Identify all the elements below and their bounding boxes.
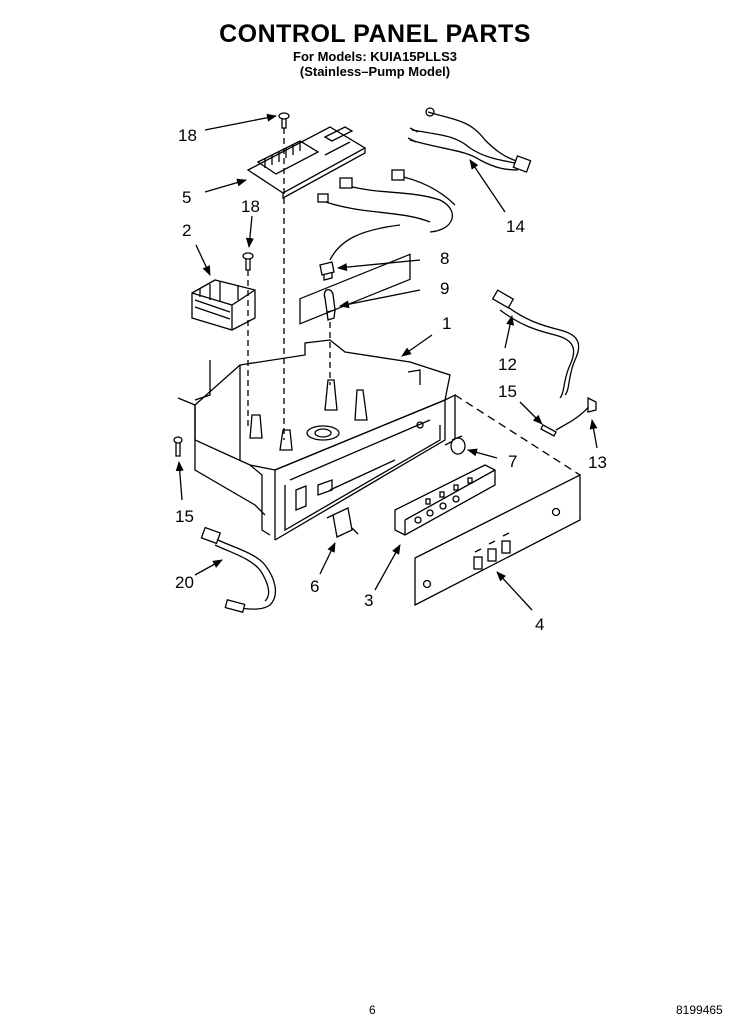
lamp-wire-harness [317, 169, 456, 261]
callout-2: 2 [182, 221, 191, 240]
arrow-callout-18-lower [245, 215, 254, 248]
callout-3: 3 [364, 591, 373, 610]
wire-harness-part-14 [407, 107, 532, 173]
control-housing-part [177, 253, 456, 541]
arrow-callout-7 [467, 448, 498, 459]
callout-13: 13 [588, 453, 607, 472]
arrow-callout-5 [204, 178, 247, 193]
callout-5: 5 [182, 188, 191, 207]
arrow-callout-13 [589, 419, 598, 449]
screw-part-18-lower [242, 252, 254, 271]
callout-8: 8 [440, 249, 449, 268]
transformer-part [191, 279, 256, 331]
button-part-7 [450, 435, 466, 455]
wire-harness-part-12 [491, 289, 580, 399]
arrow-callout-8 [337, 259, 421, 272]
page-title: CONTROL PANEL PARTS [219, 20, 531, 48]
arrow-callout-1 [401, 334, 433, 357]
callout-12: 12 [498, 355, 517, 374]
document-number: 8199465 [676, 1003, 723, 1017]
sensor-harness-part-20 [200, 526, 277, 613]
lamp-bulb-part [323, 289, 336, 321]
callout-labels: 18 5 18 2 14 8 9 1 12 15 13 7 15 20 6 3 … [175, 126, 607, 634]
arrow-callout-12 [504, 315, 514, 349]
callout-15-right: 15 [498, 382, 517, 401]
callout-15-left: 15 [175, 507, 194, 526]
arrow-callout-20 [194, 559, 223, 576]
callout-1: 1 [442, 314, 451, 333]
faceplate-part-4 [414, 473, 581, 607]
callout-18-lower: 18 [241, 197, 260, 216]
callout-9: 9 [440, 279, 449, 298]
variant-subtitle: (Stainless–Pump Model) [299, 64, 451, 79]
control-board-part [246, 126, 367, 200]
ground-clip-part-13 [587, 396, 597, 413]
callout-20: 20 [175, 573, 194, 592]
arrow-callout-14 [469, 159, 506, 213]
screw-part-18-upper [278, 112, 290, 129]
screw-part-15-right [540, 404, 591, 437]
callout-arrows [175, 113, 598, 611]
arrow-callout-18-upper [204, 113, 277, 131]
arrow-callout-15-right [519, 401, 543, 425]
callout-4: 4 [535, 615, 544, 634]
callout-14: 14 [506, 217, 525, 236]
callout-7: 7 [508, 452, 517, 471]
leader-line-faceplate [454, 394, 581, 476]
page-number: 6 [369, 1003, 376, 1017]
switch-part-6 [326, 507, 359, 538]
arrow-callout-4 [496, 571, 533, 611]
arrow-callout-9 [339, 289, 421, 309]
arrow-callout-3 [374, 544, 401, 591]
lamp-socket-part [319, 261, 335, 281]
callout-6: 6 [310, 577, 319, 596]
control-interface-part-3 [394, 464, 496, 536]
arrow-callout-15-left [175, 461, 184, 501]
screw-part-15-left [173, 436, 183, 457]
arrow-callout-2 [195, 244, 211, 276]
callout-18-upper: 18 [178, 126, 197, 145]
models-subtitle: For Models: KUIA15PLLS3 [293, 49, 457, 64]
arrow-callout-6 [319, 542, 336, 575]
